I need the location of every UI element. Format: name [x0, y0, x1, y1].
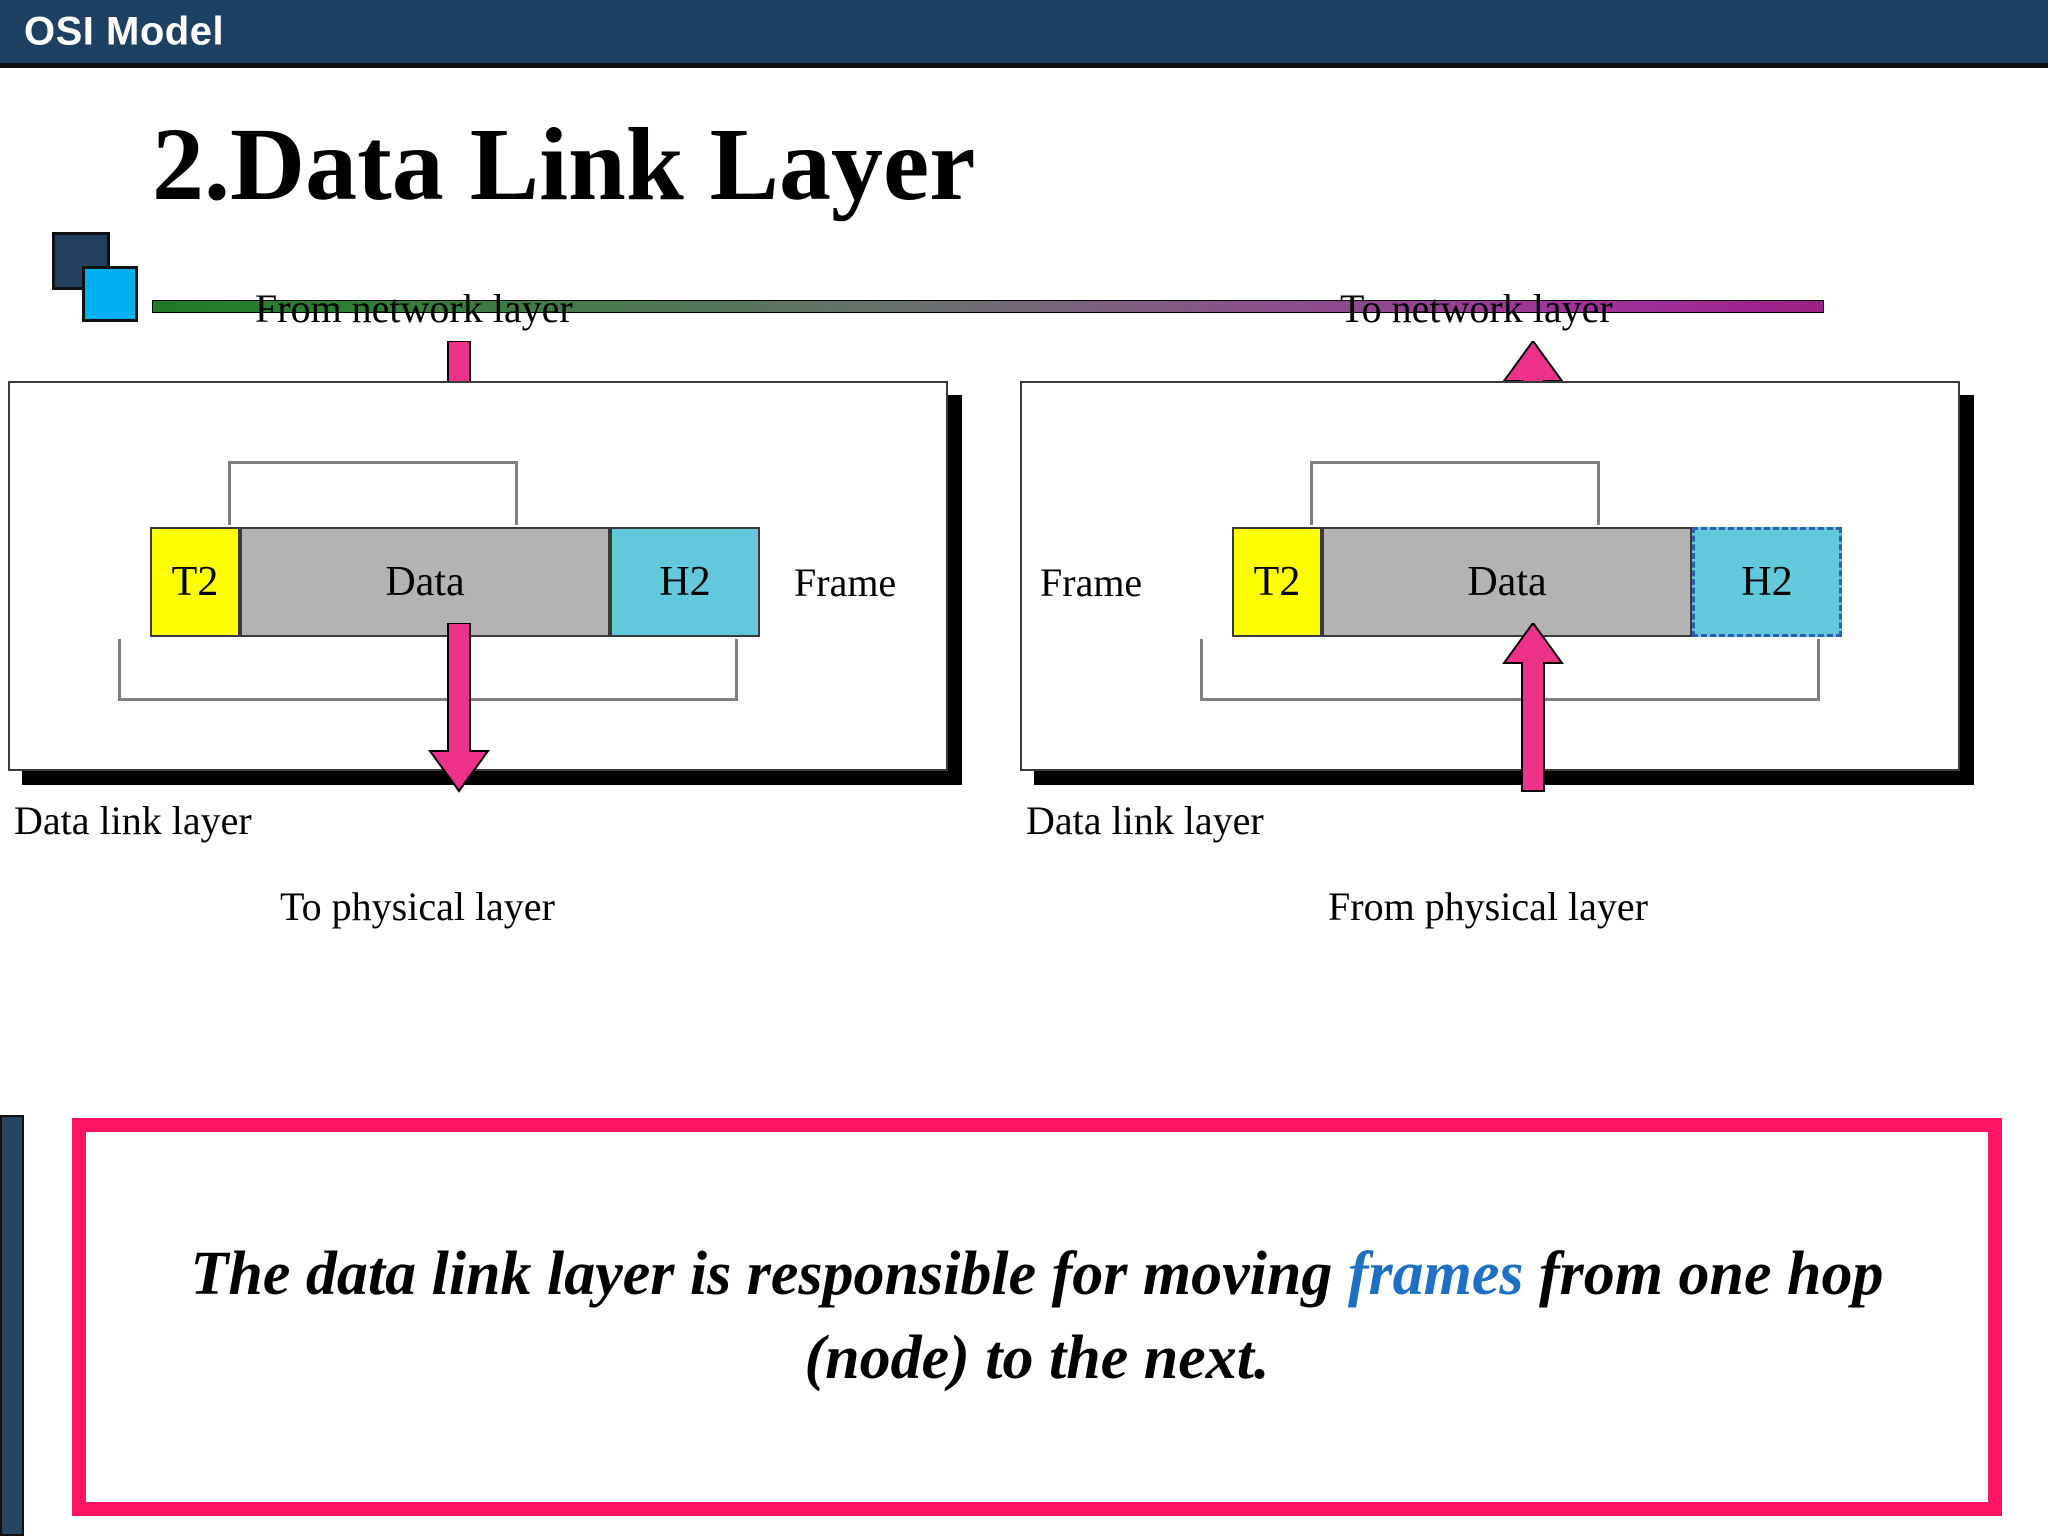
arrow-to-physical-layer-icon — [428, 623, 490, 793]
left-frame-strip: T2 Data H2 — [150, 527, 760, 637]
left-data-cell: Data — [240, 527, 610, 637]
right-bottom-bracket — [1200, 639, 1820, 701]
left-top-bracket — [228, 461, 518, 525]
right-panel-group: To network layer Frame T2 Data H2 — [1020, 286, 2048, 1095]
header-title: OSI Model — [24, 9, 225, 53]
title-underline-rule — [152, 300, 1824, 313]
statement-highlight: frames — [1347, 1240, 1524, 1309]
left-header-cell: H2 — [610, 527, 760, 637]
right-bottom-label: From physical layer — [1328, 884, 1648, 929]
header-bar: OSI Model — [0, 0, 2048, 68]
statement-callout-box: The data link layer is responsible for m… — [72, 1118, 2002, 1516]
left-top-label: From network layer — [255, 286, 573, 331]
right-frame-label: Frame — [1040, 560, 1143, 605]
left-frame-label: Frame — [794, 560, 897, 605]
right-data-cell: Data — [1322, 527, 1692, 637]
right-layer-label: Data link layer — [1026, 798, 1264, 843]
right-frame-strip: T2 Data H2 — [1232, 527, 1842, 637]
statement-part-1: The data link layer is responsible for m… — [190, 1240, 1348, 1309]
left-bottom-label: To physical layer — [280, 884, 555, 929]
left-panel-group: From network layer T2 Data H2 Frame — [0, 286, 1020, 1095]
statement-text: The data link layer is responsible for m… — [86, 1233, 1988, 1400]
right-top-bracket — [1310, 461, 1600, 525]
right-header-cell: H2 — [1692, 527, 1842, 637]
left-data-link-layer-box: T2 Data H2 Frame — [8, 381, 962, 785]
decoration-square-light — [82, 266, 138, 322]
left-trailer-cell: T2 — [150, 527, 240, 637]
left-bottom-bracket — [118, 639, 738, 701]
arrow-from-physical-layer-icon — [1502, 623, 1564, 793]
data-link-layer-diagram: From network layer T2 Data H2 Frame — [0, 286, 2048, 1095]
right-trailer-cell: T2 — [1232, 527, 1322, 637]
statement-part-2: from one hop (node) to the next. — [804, 1240, 1884, 1392]
right-data-link-layer-box: Frame T2 Data H2 — [1020, 381, 1974, 785]
page-title: 2.Data Link Layer — [152, 107, 976, 222]
left-accent-bar — [0, 1115, 24, 1536]
right-top-label: To network layer — [1340, 286, 1613, 331]
left-layer-label: Data link layer — [14, 798, 252, 843]
